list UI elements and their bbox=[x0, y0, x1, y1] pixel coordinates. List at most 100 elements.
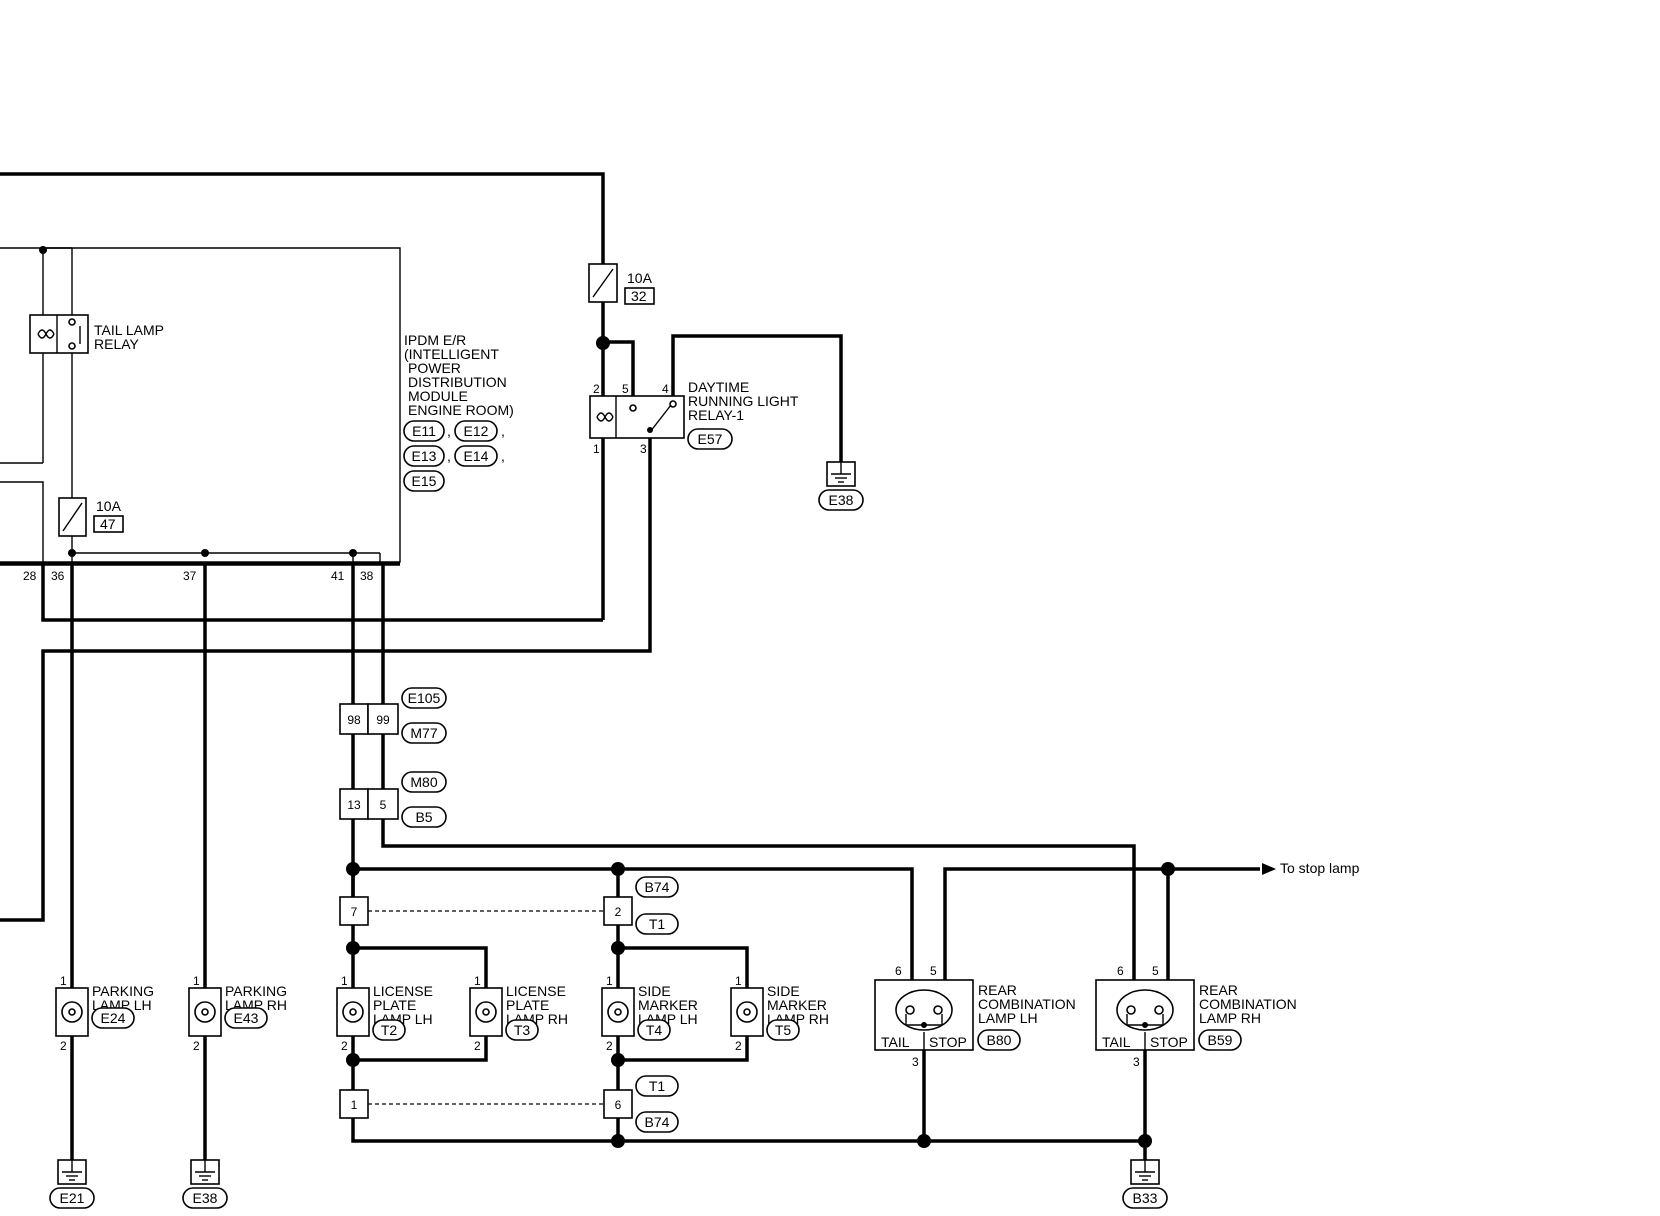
connector-badge: E12 bbox=[454, 420, 498, 442]
svg-text:2: 2 bbox=[735, 1039, 742, 1053]
fuse-47-num: 47 bbox=[100, 516, 116, 532]
svg-text:2: 2 bbox=[193, 1039, 200, 1053]
svg-text:2: 2 bbox=[593, 382, 600, 396]
lamp-branch-wiring bbox=[346, 925, 1152, 1160]
fuse-47: 10A 47 bbox=[58, 497, 124, 537]
drl-label-2: RUNNING LIGHT bbox=[688, 393, 799, 409]
pin-label: 36 bbox=[51, 569, 65, 583]
drl-relay: 2 5 4 1 3 DAYTIME RUNNING LIGHT RELAY-1 … bbox=[589, 379, 799, 456]
parking-lamp-rh-connector: E43 bbox=[234, 1010, 259, 1026]
rear-rh-label-2: COMBINATION bbox=[1199, 996, 1297, 1012]
tail-relay-label-2: RELAY bbox=[94, 336, 140, 352]
fuse-32-num: 32 bbox=[631, 288, 647, 304]
ipdm-internal-wiring bbox=[39, 246, 381, 562]
parking-feeds bbox=[70, 564, 207, 1168]
svg-text:,: , bbox=[447, 448, 451, 464]
svg-text:1: 1 bbox=[341, 974, 348, 988]
svg-text:5: 5 bbox=[380, 798, 387, 812]
svg-text:98: 98 bbox=[347, 713, 361, 727]
svg-text:E12: E12 bbox=[464, 423, 489, 439]
svg-text:1: 1 bbox=[593, 442, 600, 456]
license-plate-lamp-rh-label: LICENSE bbox=[506, 983, 566, 999]
svg-text:2: 2 bbox=[615, 905, 622, 919]
side-marker-lamp-rh-connector: T5 bbox=[775, 1022, 792, 1038]
ground-e38-top-label: E38 bbox=[829, 492, 854, 508]
svg-text:E38: E38 bbox=[193, 1190, 218, 1206]
svg-text:E13: E13 bbox=[412, 448, 437, 464]
pin-label: 41 bbox=[331, 569, 345, 583]
svg-text:,: , bbox=[501, 448, 505, 464]
svg-text:1: 1 bbox=[351, 1098, 358, 1112]
svg-text:1: 1 bbox=[735, 974, 742, 988]
svg-text:,: , bbox=[447, 423, 451, 439]
parking-lamp-lh-label: PARKING bbox=[92, 983, 154, 999]
drl-connector: E57 bbox=[698, 431, 723, 447]
svg-text:M77: M77 bbox=[410, 725, 437, 741]
ipdm-label-1: IPDM E/R bbox=[404, 332, 466, 348]
svg-text:B80: B80 bbox=[987, 1032, 1012, 1048]
svg-text:4: 4 bbox=[662, 382, 669, 396]
pin-label: 37 bbox=[183, 569, 197, 583]
svg-text:T1: T1 bbox=[649, 916, 666, 932]
svg-text:,: , bbox=[501, 423, 505, 439]
svg-text:2: 2 bbox=[60, 1039, 67, 1053]
svg-text:E21: E21 bbox=[60, 1190, 85, 1206]
rear-combination-lamp-rh: 6 5 3 TAIL STOP REAR COMBINATION LAMP RH… bbox=[1095, 964, 1297, 1069]
connector-badge: E15 bbox=[403, 470, 445, 492]
svg-text:6: 6 bbox=[895, 964, 902, 978]
joint-connector-upper: 98 99 E105 M77 bbox=[339, 687, 447, 744]
ipdm-label-6: ENGINE ROOM) bbox=[408, 402, 514, 418]
svg-text:E15: E15 bbox=[412, 473, 437, 489]
to-stop-lamp: To stop lamp bbox=[1280, 860, 1360, 876]
svg-text:99: 99 bbox=[376, 713, 390, 727]
parking-lamp-rh-label: PARKING bbox=[225, 983, 287, 999]
tail-relay-label-1: TAIL LAMP bbox=[94, 322, 164, 338]
connector-badge: E14 bbox=[454, 445, 498, 467]
side-marker-lamp-lh-label: MARKER bbox=[638, 997, 698, 1013]
license-plate-lamp-lh-label: PLATE bbox=[373, 997, 416, 1013]
svg-text:2: 2 bbox=[341, 1039, 348, 1053]
ipdm-label-5: MODULE bbox=[408, 388, 468, 404]
ground-b33: B33 bbox=[1122, 1159, 1168, 1209]
svg-text:2: 2 bbox=[474, 1039, 481, 1053]
side-marker-lamp-lh-label: SIDE bbox=[638, 983, 671, 999]
svg-text:STOP: STOP bbox=[929, 1034, 967, 1050]
svg-text:2: 2 bbox=[606, 1039, 613, 1053]
svg-text:5: 5 bbox=[622, 382, 629, 396]
svg-text:1: 1 bbox=[606, 974, 613, 988]
t1-connector-upper: 7 2 B74 T1 bbox=[339, 876, 679, 935]
pin-label: 38 bbox=[360, 569, 374, 583]
svg-text:1: 1 bbox=[60, 974, 67, 988]
supply-wiring bbox=[0, 172, 843, 922]
side-marker-lamp-lh-connector: T4 bbox=[646, 1022, 663, 1038]
svg-text:1: 1 bbox=[474, 974, 481, 988]
svg-text:E105: E105 bbox=[408, 690, 441, 706]
svg-text:3: 3 bbox=[640, 442, 647, 456]
svg-text:3: 3 bbox=[912, 1055, 919, 1069]
ground-e38-bottom: E38 bbox=[182, 1159, 228, 1209]
ground-e38-top: E38 bbox=[818, 461, 864, 511]
t1-connector-lower: 1 6 T1 B74 bbox=[339, 1075, 679, 1133]
connector-badge: E13 bbox=[403, 445, 445, 467]
svg-text:TAIL: TAIL bbox=[881, 1034, 910, 1050]
parking-lamp-lh-connector: E24 bbox=[101, 1010, 126, 1026]
pin-label: 28 bbox=[23, 569, 37, 583]
rear-rh-label-1: REAR bbox=[1199, 982, 1238, 998]
fuse-32-amp: 10A bbox=[627, 270, 653, 286]
svg-text:B59: B59 bbox=[1208, 1032, 1233, 1048]
svg-text:5: 5 bbox=[1152, 964, 1159, 978]
side-marker-lamp-rh-label: SIDE bbox=[767, 983, 800, 999]
fuse-32: 10A 32 bbox=[588, 263, 655, 305]
svg-text:13: 13 bbox=[347, 798, 361, 812]
ipdm-label-3: POWER bbox=[408, 360, 461, 376]
tail-lamp-relay: TAIL LAMP RELAY bbox=[29, 314, 164, 354]
svg-text:M80: M80 bbox=[410, 774, 437, 790]
joint-wiring: To stop lamp bbox=[346, 564, 1360, 988]
license-plate-lamp-rh-label: PLATE bbox=[506, 997, 549, 1013]
